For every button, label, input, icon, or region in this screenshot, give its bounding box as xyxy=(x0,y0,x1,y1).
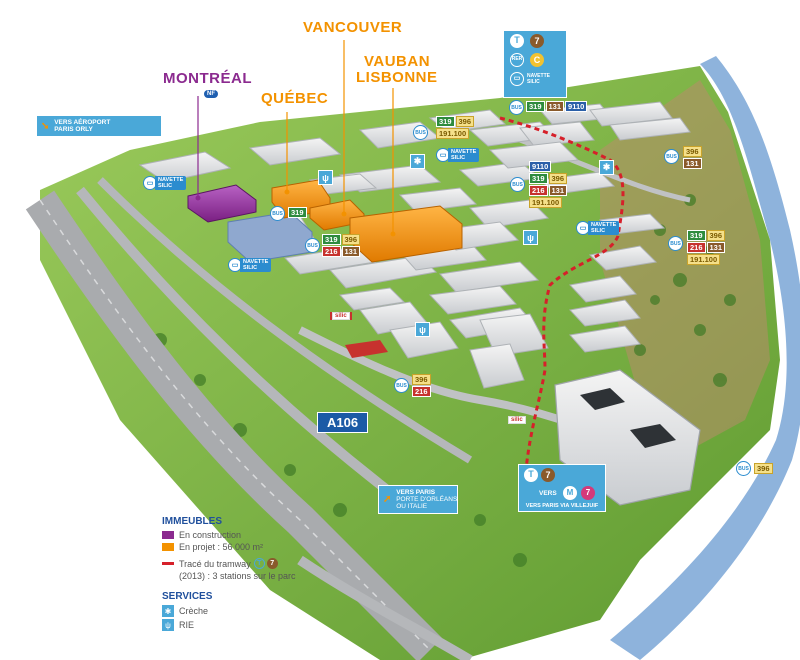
legend-tram-row: Tracé du tramway T 7 xyxy=(162,558,422,569)
river xyxy=(610,56,800,660)
vancouver-label: VANCOUVER xyxy=(303,19,403,36)
restaurant-icon: ψ xyxy=(162,619,174,631)
legend-construction-row: En construction xyxy=(162,530,422,540)
tram-line-7-icon: 7 xyxy=(266,558,278,569)
quebec-label: QUÉBEC xyxy=(261,90,329,107)
residential-zone xyxy=(600,80,770,450)
bus-icon: BUS xyxy=(394,378,409,393)
bus-icon: BUS xyxy=(305,238,320,253)
bus-icon: BUS xyxy=(664,149,679,164)
bus-icon: BUS xyxy=(413,125,428,140)
tram-icon: T xyxy=(253,558,265,569)
a106-road-sign: A106 xyxy=(317,412,369,433)
restaurant-icon: ψ xyxy=(523,230,538,245)
airport-direction-sign: ➘ VERS AÉROPORT PARIS ORLY xyxy=(36,115,162,137)
paris-line3: OU ITALIE xyxy=(396,503,428,510)
top-shuttle-line1: NAVETTE xyxy=(527,73,550,79)
silic-logo: silic xyxy=(508,416,526,424)
bottom-vers-label: VERS xyxy=(539,490,557,497)
legend-rie-label: RIE xyxy=(179,620,195,630)
legend-rie-row: ψ RIE xyxy=(162,619,422,631)
top-transit-panel: T 7 RER C ▭ NAVETTE SILIC xyxy=(503,30,567,98)
ramp-3 xyxy=(297,555,473,660)
bus-lines: 396 131 xyxy=(683,146,702,169)
nf-badge: NF xyxy=(204,90,218,98)
montreal-building-shape xyxy=(187,184,257,223)
airport-line1: VERS AÉROPORT xyxy=(54,119,111,126)
legend-creche-label: Crèche xyxy=(179,606,209,616)
legend-construction-label: En construction xyxy=(179,530,242,540)
map-legend: IMMEUBLES En construction En projet : 56… xyxy=(162,516,422,633)
legend-tram-row-2: (2013) : 3 stations sur le parc xyxy=(179,571,296,581)
ramp-2 xyxy=(97,177,473,464)
legend-tram-label: Tracé du tramway xyxy=(179,558,251,569)
creche-icon: ✱ xyxy=(410,154,425,169)
bus-lines: 396 xyxy=(754,463,773,474)
metro-icon: M xyxy=(563,486,577,500)
tram-icon: T xyxy=(524,468,538,482)
tram-line-7-icon: 7 xyxy=(530,34,544,48)
bus-lines: 319 xyxy=(288,207,307,218)
tram-route-swatch xyxy=(162,562,174,565)
paris-line2: PORTE D'ORLÉANS xyxy=(396,496,458,503)
bus-lines: 396 216 xyxy=(412,374,431,397)
legend-creche-row: ✱ Crèche xyxy=(162,605,422,617)
bus-icon: BUS xyxy=(509,100,524,115)
creche-icon: ✱ xyxy=(599,160,614,175)
tram-icon: T xyxy=(510,34,524,48)
top-shuttle-line2: SILIC xyxy=(527,79,540,85)
bus-icon: BUS xyxy=(270,206,285,221)
paris-line1: VERS PARIS xyxy=(396,489,436,496)
rer-icon: RER xyxy=(510,53,524,67)
arrow-icon: ➚ xyxy=(383,494,392,505)
restaurant-icon: ψ xyxy=(318,170,333,185)
bottom-transit-panel: T 7 VERS M 7 VERS PARIS VIA VILLEJUIF xyxy=(518,464,606,512)
creche-icon: ✱ xyxy=(162,605,174,617)
legend-project-label: En projet : 56 000 m² xyxy=(179,542,264,552)
montreal-label: MONTRÉAL xyxy=(163,70,252,87)
vauban-label-line1: VAUBAN xyxy=(364,53,431,70)
ramp-1 xyxy=(76,186,404,504)
tram-line-7-icon: 7 xyxy=(541,468,555,482)
bus-icon: BUS xyxy=(510,177,525,192)
bottom-caption: VERS PARIS VIA VILLEJUIF xyxy=(525,503,599,509)
bus-icon: BUS xyxy=(668,236,683,251)
legend-services-title: SERVICES xyxy=(162,591,213,602)
orange-swatch xyxy=(162,543,174,551)
airport-line2: PARIS ORLY xyxy=(54,126,93,133)
paris-direction-sign: ➚ VERS PARIS PORTE D'ORLÉANS OU ITALIE xyxy=(378,485,458,514)
bus-icon: BUS xyxy=(736,461,751,476)
metro-line-7-icon: 7 xyxy=(581,486,595,500)
legend-project-row: En projet : 56 000 m² xyxy=(162,542,422,552)
top-shuttle-label: NAVETTE SILIC xyxy=(527,73,550,85)
rer-c-icon: C xyxy=(530,53,544,67)
restaurant-icon: ψ xyxy=(415,322,430,337)
purple-swatch xyxy=(162,531,174,539)
legend-buildings-title: IMMEUBLES xyxy=(162,516,222,527)
highway-lane-a xyxy=(39,199,431,651)
vauban-label-line2: LISBONNE xyxy=(356,69,438,86)
arrow-icon: ➘ xyxy=(41,120,50,132)
tram-route xyxy=(499,116,625,471)
silic-logo: silic xyxy=(332,312,350,320)
shuttle-bus-icon: ▭ xyxy=(510,72,524,86)
